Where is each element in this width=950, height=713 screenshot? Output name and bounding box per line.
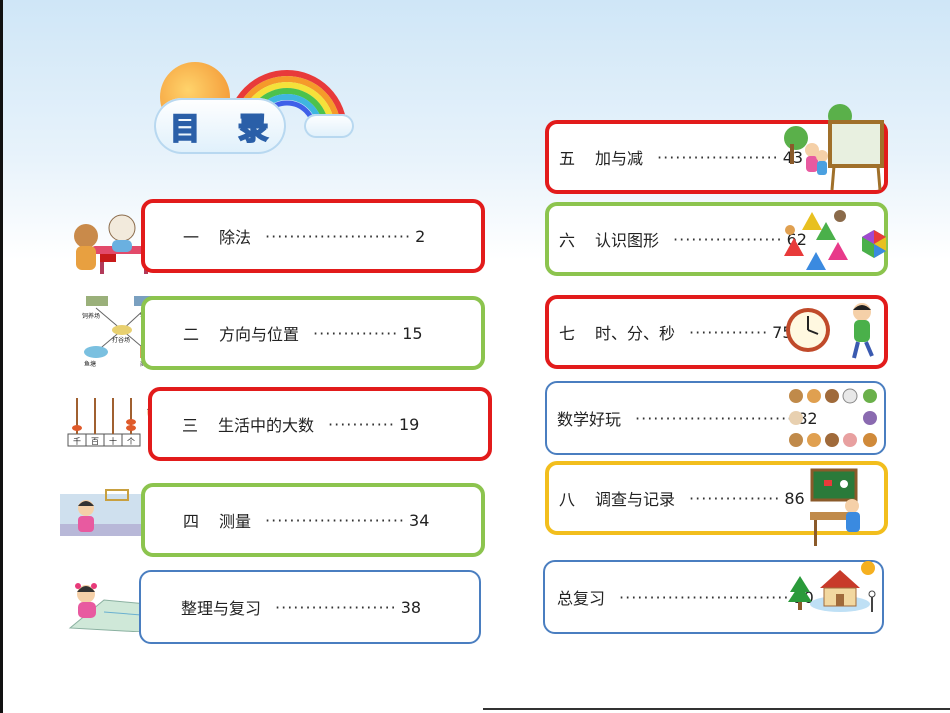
chapter-number: 八 (559, 490, 576, 509)
toc-entry-review[interactable]: 整理与复习 ···················· 38 (139, 570, 481, 644)
chapter-title: 测量 (219, 512, 252, 531)
clock-boy-icon (786, 303, 874, 359)
chapter-title: 加与减 (595, 149, 644, 168)
leader-dots: ···························· (619, 587, 790, 607)
page-left-edge (0, 0, 3, 713)
abacus-hundreds: 百 (91, 437, 99, 446)
leader-dots: ············· (689, 322, 769, 342)
toc-entry-general-review[interactable]: 总复习 ···························· 90 (543, 560, 884, 634)
toc-entry-big-numbers[interactable]: 三 生活中的大数 ··········· 19 (148, 387, 492, 461)
page-bottom-rule (483, 708, 950, 710)
page-number: 15 (402, 323, 423, 343)
chapter-number: 三 (182, 416, 199, 435)
chapter-title: 认识图形 (595, 231, 660, 250)
small-cloud (304, 114, 354, 138)
chapter-title: 除法 (219, 228, 252, 247)
page-number: 38 (400, 597, 422, 617)
page-number: 82 (797, 408, 818, 428)
abacus-thousands: 千 (73, 436, 81, 446)
page-number: 34 (409, 510, 430, 530)
chapter-number: 一 (183, 228, 200, 247)
chalkboard-student-icon (810, 468, 860, 546)
toc-entry-measurement[interactable]: 四 测量 ······················· 34 (141, 483, 485, 557)
leader-dots: ······················· (265, 510, 406, 530)
abacus-tens: 十 (109, 436, 117, 446)
chapter-title: 调查与记录 (595, 490, 676, 509)
toc-entry-time[interactable]: 七 时、分、秒 ············· 75 (545, 295, 888, 369)
title-cloud (154, 98, 286, 154)
title-char-1: 目 (169, 111, 202, 148)
leader-dots: ·············· (313, 323, 399, 343)
page-title: 目 录 (169, 104, 270, 148)
chapter-number: 五 (559, 149, 576, 168)
leader-dots: ························ (265, 226, 412, 246)
page-number: 19 (398, 414, 420, 434)
leader-dots: ···················· (657, 147, 779, 167)
chapter-number: 二 (183, 325, 200, 344)
chapter-title: 总复习 (557, 589, 606, 608)
chapter-number: 四 (183, 512, 200, 531)
leader-dots: ··········· (328, 414, 395, 434)
leader-dots: ··············· (689, 488, 781, 508)
page-number: 86 (784, 488, 805, 508)
chapter-number: 六 (559, 231, 576, 250)
blackboard-kids-icon (784, 104, 884, 191)
title-char-2: 录 (237, 111, 270, 148)
page-number: 2 (415, 226, 426, 246)
leader-dots: ···················· (275, 597, 397, 617)
animal-faces-icon (789, 388, 877, 447)
leader-dots: ·················· (673, 229, 783, 249)
house-tree-icon (788, 561, 876, 612)
chapter-title: 整理与复习 (181, 599, 262, 618)
abacus-ones: 个 (127, 437, 135, 446)
map-label-mid: 打谷场 (112, 336, 130, 344)
chapter-title: 时、分、秒 (595, 324, 676, 343)
chapter-title: 方向与位置 (219, 325, 300, 344)
chapter-title: 数学好玩 (557, 410, 622, 429)
map-label-fish: 鱼塘 (84, 360, 96, 368)
triangle-animals-icon (784, 210, 886, 270)
chapter-title: 生活中的大数 (218, 416, 315, 435)
toc-entry-division[interactable]: 一 除法 ························ 2 (141, 199, 485, 273)
map-label-farm: 饲养场 (82, 312, 100, 320)
toc-entry-direction-position[interactable]: 二 方向与位置 ·············· 15 (141, 296, 485, 370)
title-decoration: 目 录 (150, 58, 360, 168)
chapter-number: 七 (559, 324, 576, 343)
leader-dots: ·························· (635, 408, 794, 428)
